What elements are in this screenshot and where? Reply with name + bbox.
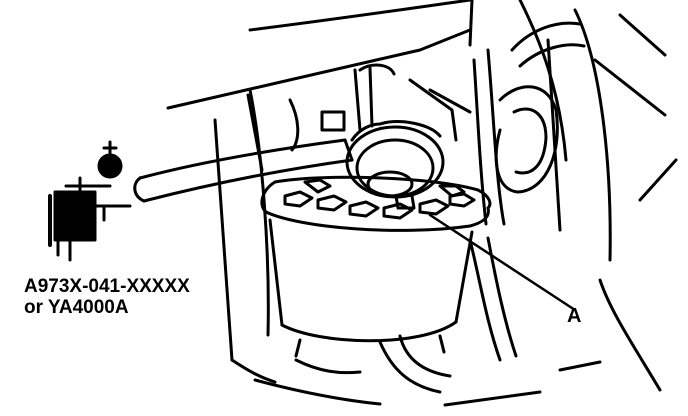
- tool-part-number-line-2: or YA4000A: [24, 297, 129, 318]
- line-fittings: [288, 63, 472, 152]
- callout-a-leader: [428, 213, 577, 312]
- filter-cap: [345, 120, 445, 210]
- callout-a-label: A: [567, 305, 582, 327]
- tool-part-number-label: A973X-041-XXXXX or YA4000A: [24, 276, 190, 318]
- fuel-filter-canister: [260, 175, 492, 358]
- right-hoses: [472, 21, 586, 226]
- engine-bay-outline: [166, 0, 678, 407]
- tool-part-number-line-1: A973X-041-XXXXX: [24, 276, 190, 297]
- fuel-pressure-gauge-tool: [48, 140, 132, 262]
- lower-lines: [294, 236, 518, 394]
